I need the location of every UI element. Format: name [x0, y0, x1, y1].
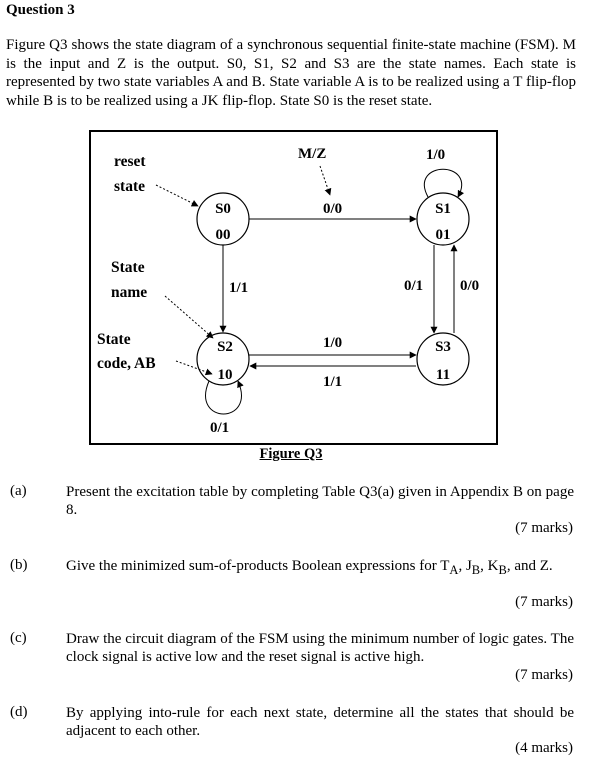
self-loop-s1: [424, 168, 465, 198]
part-c-text: Draw the circuit diagram of the FSM usin…: [66, 631, 574, 665]
label-s1-s3: 0/1: [404, 278, 423, 294]
state-s3-name: S3: [435, 339, 451, 355]
figure-caption: Figure Q3: [259, 446, 323, 462]
state-s0-name: S0: [215, 201, 231, 217]
state-s1-name: S1: [435, 201, 451, 217]
label-s2-self: 0/1: [210, 420, 229, 436]
part-a-marks: (7 marks): [515, 520, 573, 536]
label-s2-s3: 1/0: [323, 335, 342, 351]
label-s3-s2: 1/1: [323, 374, 342, 390]
part-a-text: Present the excitation table by completi…: [66, 484, 574, 518]
annot-reset-line1: reset: [114, 153, 146, 170]
part-d-label: (d): [10, 704, 28, 720]
state-s0-code: 00: [216, 227, 231, 243]
pointer-state-name: [164, 295, 214, 339]
label-s3-s1: 0/0: [460, 278, 479, 294]
label-s1-self: 1/0: [426, 147, 445, 163]
label-s0-s2: 1/1: [229, 280, 248, 296]
annot-reset-line2: state: [114, 178, 145, 195]
annot-name-line1: State: [111, 259, 145, 276]
question-title: Question 3: [6, 2, 75, 18]
part-b-label: (b): [10, 557, 28, 573]
part-c-label: (c): [10, 630, 27, 646]
annot-name-line2: name: [111, 284, 147, 301]
part-c-marks: (7 marks): [515, 667, 573, 683]
annot-code-line2: code, AB: [97, 355, 156, 372]
diagram-frame: [89, 130, 498, 445]
part-d-marks: (4 marks): [515, 740, 573, 756]
sub-b2: B: [498, 563, 507, 577]
part-b-text: Give the minimized sum-of-products Boole…: [66, 558, 553, 577]
sub-a: A: [449, 563, 459, 577]
annot-code-line1: State: [97, 331, 131, 348]
state-s3-circle: [416, 332, 470, 386]
self-loop-s2: [205, 380, 244, 415]
label-io-legend: M/Z: [298, 146, 326, 162]
state-s1-circle: [416, 192, 470, 246]
sub-b1: B: [471, 563, 481, 577]
pointer-reset-state: [155, 184, 199, 207]
part-d-text: By applying into-rule for each next stat…: [66, 705, 574, 739]
state-s2-name: S2: [217, 339, 233, 355]
part-b-marks: (7 marks): [515, 594, 573, 610]
state-s3-code: 11: [436, 367, 450, 383]
label-s0-s1: 0/0: [323, 201, 342, 217]
state-diagram: S0 00 S1 01 S2 10 S3 11 M/Z 1/0 0/0 1/1 …: [89, 130, 498, 445]
state-s2-code: 10: [218, 367, 233, 383]
intro-paragraph: Figure Q3 shows the state diagram of a s…: [6, 37, 576, 109]
pointer-io-legend: [319, 165, 332, 196]
part-a-label: (a): [10, 483, 27, 499]
state-s1-code: 01: [436, 227, 451, 243]
